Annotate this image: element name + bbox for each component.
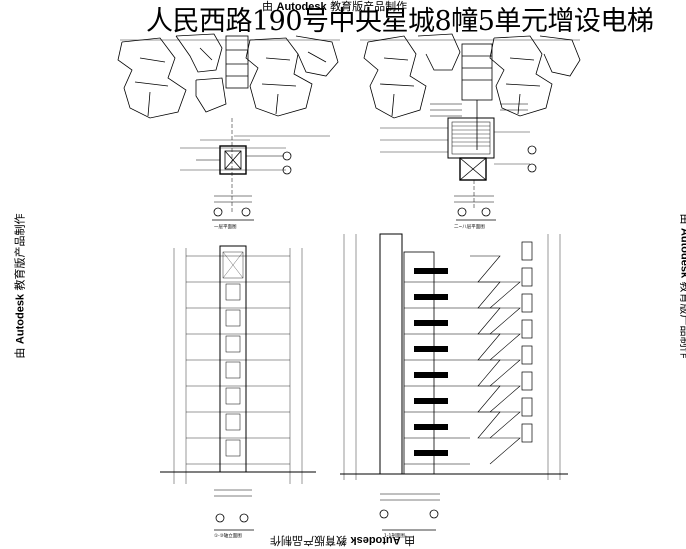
drawing-title: 人民西路190号中央星城8幢5单元增设电梯 — [146, 6, 654, 37]
label-plan-right: 二~八层平面图 — [454, 224, 485, 230]
label-section: 1-1剖面图 — [384, 532, 405, 539]
label-plan-small: 一层平面图 — [214, 224, 237, 230]
floor-plan-left — [117, 33, 340, 119]
watermark-top: 由 Autodesk 教育版产品制作 — [262, 0, 408, 13]
label-elevation: ①-③轴立面图 — [214, 532, 242, 539]
section-view — [340, 233, 568, 531]
elevator-plan-left — [180, 118, 330, 221]
elevation-view — [160, 245, 316, 531]
elevator-plan-right — [380, 117, 537, 221]
floor-plan-right — [360, 33, 581, 150]
